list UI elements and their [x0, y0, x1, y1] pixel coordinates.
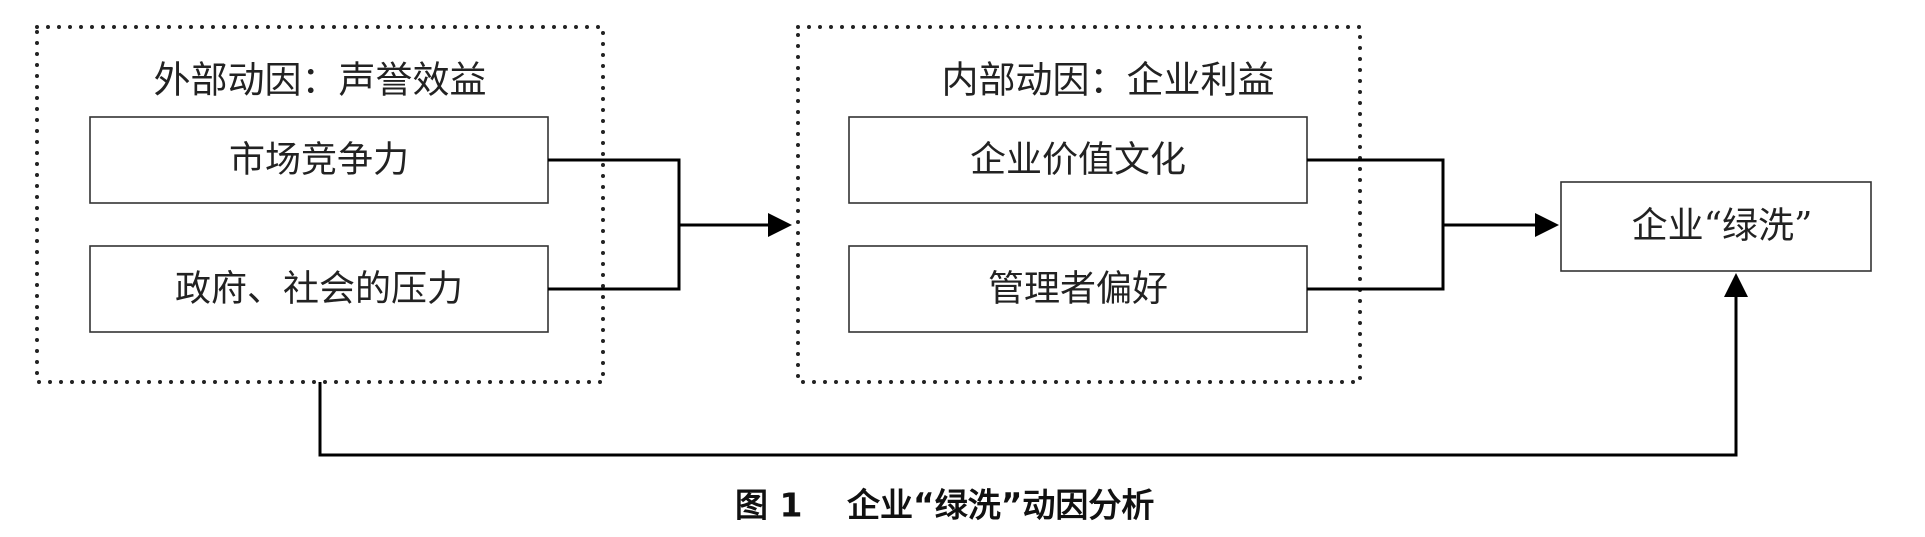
internal-group-title: 内部动因：企业利益 — [942, 59, 1275, 102]
external-factors-bracket — [548, 158, 681, 291]
external-to-outcome-connector — [318, 273, 1748, 457]
internal-to-outcome-arrowhead — [1535, 213, 1559, 237]
factor-label-manager-preference: 管理者偏好 — [988, 269, 1168, 310]
internal-factors-bracket — [1307, 158, 1445, 291]
factor-label-market-competitiveness: 市场竞争力 — [229, 140, 409, 181]
figure-number: 图 1 — [735, 486, 802, 525]
factor-box-market-competitiveness — [89, 116, 549, 204]
figure-title: 企业“绿洗”动因分析 — [847, 486, 1154, 525]
factor-box-manager-preference — [848, 245, 1308, 333]
factor-label-corporate-value-culture: 企业价值文化 — [970, 140, 1186, 181]
internal-to-outcome-connector — [1307, 158, 1559, 291]
internal-group-dotted-border — [796, 25, 1362, 384]
external-group-title: 外部动因：声誉效益 — [154, 59, 487, 102]
outcome-box-greenwashing — [1560, 181, 1872, 272]
outcome-node: 企业“绿洗” — [1560, 181, 1872, 272]
external-to-outcome-arrowhead — [1724, 273, 1748, 297]
outcome-label-greenwashing: 企业“绿洗” — [1632, 206, 1813, 247]
external-to-internal-arrowhead — [768, 213, 792, 237]
external-to-outcome-line — [318, 296, 1738, 457]
factor-box-government-society-pressure — [89, 245, 549, 333]
factor-label-government-society-pressure: 政府、社会的压力 — [175, 269, 463, 310]
external-to-internal-connector — [548, 158, 792, 291]
figure-caption: 图 1 企业“绿洗”动因分析 — [735, 486, 1154, 525]
external-motivation-group: 外部动因：声誉效益 市场竞争力 政府、社会的压力 — [35, 25, 605, 384]
internal-motivation-group: 内部动因：企业利益 企业价值文化 管理者偏好 — [796, 25, 1362, 384]
